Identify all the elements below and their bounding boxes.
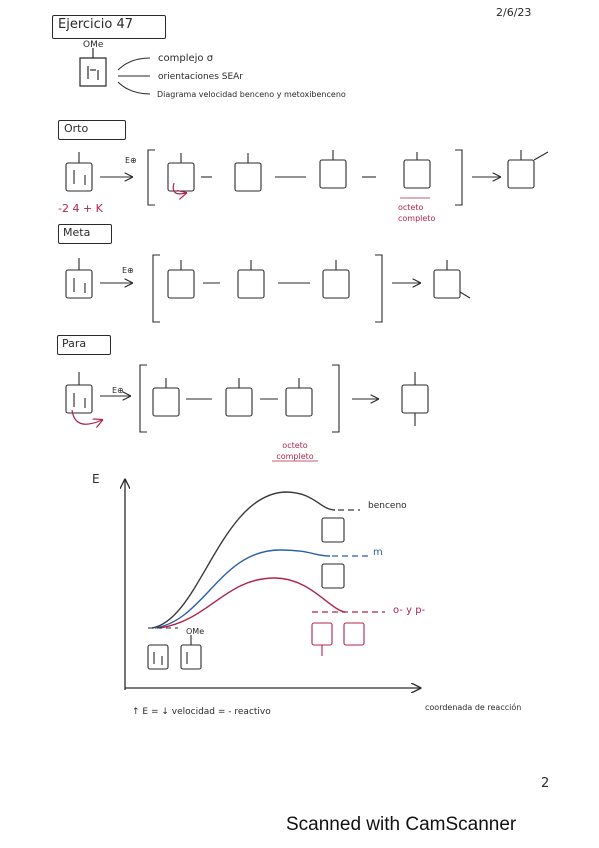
curve-label-orto-para: o- y p- — [393, 605, 426, 616]
orto-complete-octet: octeto completo — [398, 203, 436, 223]
intro-item-1: complejo σ — [158, 53, 214, 64]
exercise-title: Ejercicio 47 — [58, 17, 134, 32]
meta-label: Meta — [63, 226, 91, 239]
para-label: Para — [62, 337, 87, 350]
diagram-y-label: E — [92, 472, 100, 486]
meta-label-box — [58, 224, 112, 244]
diagram-orto-para-structures — [311, 622, 365, 656]
intro-substituent: OMe — [83, 40, 104, 50]
orto-electrophile: E⊕ — [125, 156, 137, 165]
meta-electrophile: E⊕ — [122, 266, 134, 275]
intro-item-2: orientaciones SEAr — [158, 72, 243, 82]
diagram-intermediate-structures — [321, 517, 345, 589]
curve-label-benzene: benceno — [368, 501, 407, 511]
meta-curve — [154, 549, 331, 629]
para-label-box — [57, 335, 111, 355]
para-complete-octet: octeto completo — [276, 441, 314, 461]
energy-diagram-axes — [125, 480, 420, 690]
intro-ring-icon — [79, 48, 107, 87]
meta-mechanism — [65, 254, 471, 323]
benzene-curve — [151, 491, 336, 629]
diagram-reactant-structures — [147, 635, 202, 670]
reactant-label: OMe — [186, 627, 205, 636]
title-box — [52, 15, 166, 39]
diagram-bottom-note: ↑ E = ↓ velocidad = - reactivo — [132, 707, 271, 717]
orto-red-arrow — [172, 182, 186, 194]
intro-lines — [117, 57, 151, 95]
orto-para-curve — [159, 577, 346, 629]
para-mechanism — [65, 364, 429, 433]
orto-note: -2 4 + K — [58, 202, 103, 215]
scanner-watermark: Scanned with CamScanner — [286, 814, 517, 835]
para-electrophile: E⊕ — [112, 386, 124, 395]
orto-label: Orto — [64, 122, 89, 135]
para-red-arrow — [71, 409, 102, 424]
page-number: 2 — [541, 776, 550, 791]
intro-item-3: Diagrama velocidad benceno y metoxibence… — [157, 90, 346, 99]
curve-label-meta: m — [373, 547, 383, 558]
orto-label-box — [58, 120, 126, 140]
diagram-x-label: coordenada de reacción — [425, 703, 522, 712]
orto-mechanism — [65, 149, 549, 206]
date: 2/6/23 — [496, 6, 532, 19]
